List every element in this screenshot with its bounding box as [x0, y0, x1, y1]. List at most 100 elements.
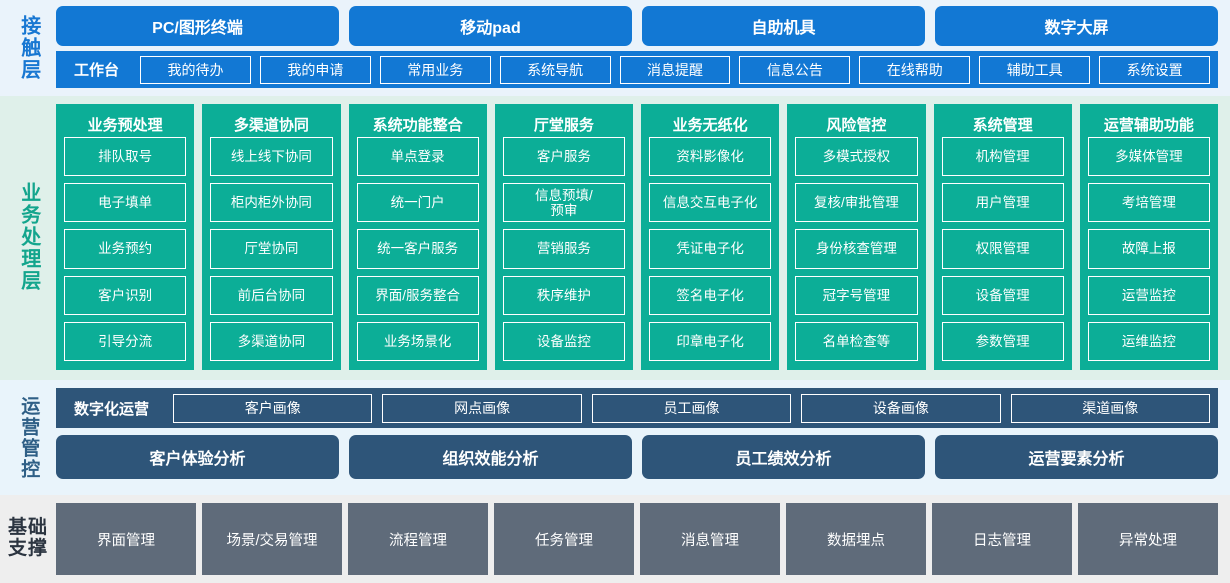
analysis-customer-experience[interactable]: 客户体验分析 [56, 435, 339, 479]
business-item-guidance-diversion[interactable]: 引导分流 [64, 321, 187, 362]
business-column-items: 排队取号 电子填单 业务预约 客户识别 引导分流 [64, 137, 187, 362]
business-column-operation-support: 运营辅助功能 多媒体管理 考培管理 故障上报 运营监控 运维监控 [1079, 104, 1218, 370]
access-channel-row: PC/图形终端 移动pad 自助机具 数字大屏 [56, 6, 1218, 46]
business-item-marketing-service[interactable]: 营销服务 [502, 229, 625, 269]
foundation-items-row: 界面管理 场景/交易管理 流程管理 任务管理 消息管理 数据埋点 日志管理 异常… [56, 503, 1218, 575]
business-item-device-monitoring[interactable]: 设备监控 [502, 321, 625, 362]
operations-analysis-row: 客户体验分析 组织效能分析 员工绩效分析 运营要素分析 [56, 435, 1218, 479]
portrait-device[interactable]: 设备画像 [801, 393, 1001, 423]
business-item-front-back-office-collab[interactable]: 前后台协同 [210, 275, 333, 315]
business-item-organization-management[interactable]: 机构管理 [941, 137, 1064, 177]
business-item-multimode-authorization[interactable]: 多模式授权 [795, 137, 918, 177]
business-item-training-assessment-management[interactable]: 考培管理 [1087, 183, 1210, 223]
business-column-title: 多渠道协同 [233, 116, 309, 134]
business-column-items: 多模式授权 复核/审批管理 身份核查管理 冠字号管理 名单检查等 [795, 137, 918, 362]
foundation-item-scenario-transaction-management[interactable]: 场景/交易管理 [202, 503, 342, 575]
access-channel-digital-screen[interactable]: 数字大屏 [935, 6, 1218, 46]
business-item-permission-management[interactable]: 权限管理 [941, 229, 1064, 269]
analysis-employee-performance[interactable]: 员工绩效分析 [642, 435, 925, 479]
business-item-lobby-collab[interactable]: 厅堂协同 [210, 229, 333, 269]
access-channel-mobile-pad[interactable]: 移动pad [349, 6, 632, 46]
business-item-multimedia-management[interactable]: 多媒体管理 [1087, 137, 1210, 177]
portrait-customer[interactable]: 客户画像 [173, 393, 373, 423]
workbench-item-auxiliary-tools[interactable]: 辅助工具 [979, 55, 1091, 84]
business-item-review-approval-management[interactable]: 复核/审批管理 [795, 183, 918, 223]
business-columns: 业务预处理 排队取号 电子填单 业务预约 客户识别 引导分流 多渠道协同 线上线… [56, 104, 1218, 370]
business-column-title: 风险管控 [826, 116, 887, 134]
business-item-counter-inside-outside-collab[interactable]: 柜内柜外协同 [210, 183, 333, 223]
business-item-online-offline-collab[interactable]: 线上线下协同 [210, 137, 333, 177]
workbench-bar: 工作台 我的待办 我的申请 常用业务 系统导航 消息提醒 信息公告 在线帮助 辅… [56, 51, 1218, 88]
business-column-preprocessing: 业务预处理 排队取号 电子填单 业务预约 客户识别 引导分流 [56, 104, 195, 370]
business-item-parameter-management[interactable]: 参数管理 [941, 321, 1064, 362]
business-item-appointment[interactable]: 业务预约 [64, 229, 187, 269]
business-item-user-management[interactable]: 用户管理 [941, 183, 1064, 223]
business-column-items: 线上线下协同 柜内柜外协同 厅堂协同 前后台协同 多渠道协同 [210, 137, 333, 362]
foundation-item-message-management[interactable]: 消息管理 [640, 503, 780, 575]
business-item-watchlist-check[interactable]: 名单检查等 [795, 321, 918, 362]
business-column-risk-control: 风险管控 多模式授权 复核/审批管理 身份核查管理 冠字号管理 名单检查等 [787, 104, 926, 370]
workbench-item-system-settings[interactable]: 系统设置 [1099, 55, 1211, 84]
business-item-document-imaging[interactable]: 资料影像化 [649, 137, 772, 177]
business-item-customer-identification[interactable]: 客户识别 [64, 275, 187, 315]
business-item-info-prefill-prereview[interactable]: 信息预填/ 预审 [502, 183, 625, 223]
workbench-item-system-navigation[interactable]: 系统导航 [499, 55, 611, 84]
access-channel-self-service[interactable]: 自助机具 [642, 6, 925, 46]
business-layer-body: 业务预处理 排队取号 电子填单 业务预约 客户识别 引导分流 多渠道协同 线上线… [56, 104, 1218, 370]
foundation-item-data-tracking[interactable]: 数据埋点 [786, 503, 926, 575]
business-item-unified-customer-service[interactable]: 统一客户服务 [356, 229, 479, 269]
workbench-item-my-todo[interactable]: 我的待办 [140, 55, 251, 84]
business-column-system-integration: 系统功能整合 单点登录 统一门户 统一客户服务 界面/服务整合 业务场景化 [348, 104, 487, 370]
business-item-multichannel-collab[interactable]: 多渠道协同 [210, 321, 333, 362]
access-layer-label: 接触层 [17, 15, 40, 81]
portrait-employee[interactable]: 员工画像 [591, 393, 792, 423]
foundation-layer-band: 基础 支撑 界面管理 场景/交易管理 流程管理 任务管理 消息管理 数据埋点 日… [0, 495, 1230, 583]
access-layer-body: PC/图形终端 移动pad 自助机具 数字大屏 工作台 我的待办 我的申请 常用… [56, 6, 1218, 90]
business-item-seal-electronic[interactable]: 印章电子化 [649, 321, 772, 362]
foundation-item-task-management[interactable]: 任务管理 [494, 503, 634, 575]
portrait-branch[interactable]: 网点画像 [382, 393, 582, 423]
business-item-ui-service-integration[interactable]: 界面/服务整合 [356, 275, 479, 315]
workbench-item-my-application[interactable]: 我的申请 [259, 55, 371, 84]
operations-layer-label: 运营管控 [18, 395, 40, 480]
portrait-channel[interactable]: 渠道画像 [1010, 393, 1210, 423]
workbench-item-common-business[interactable]: 常用业务 [379, 55, 491, 84]
business-item-queue-number[interactable]: 排队取号 [64, 137, 187, 177]
business-item-order-maintenance[interactable]: 秩序维护 [502, 275, 625, 315]
foundation-item-exception-handling[interactable]: 异常处理 [1078, 503, 1218, 575]
foundation-layer-label: 基础 支撑 [0, 503, 56, 575]
business-item-signature-electronic[interactable]: 签名电子化 [649, 275, 772, 315]
business-column-title: 业务预处理 [87, 116, 163, 134]
business-item-unified-portal[interactable]: 统一门户 [356, 183, 479, 223]
workbench-item-information-bulletin[interactable]: 信息公告 [739, 55, 851, 84]
digital-operations-bar: 数字化运营 客户画像 网点画像 员工画像 设备画像 渠道画像 [56, 388, 1218, 428]
business-column-multichannel: 多渠道协同 线上线下协同 柜内柜外协同 厅堂协同 前后台协同 多渠道协同 [202, 104, 341, 370]
access-channel-pc[interactable]: PC/图形终端 [56, 6, 339, 46]
business-item-identity-verification-management[interactable]: 身份核查管理 [795, 229, 918, 269]
business-item-info-exchange-electronic[interactable]: 信息交互电子化 [649, 183, 772, 223]
business-column-title: 厅堂服务 [533, 116, 594, 134]
business-item-fault-reporting[interactable]: 故障上报 [1087, 229, 1210, 269]
foundation-item-log-management[interactable]: 日志管理 [932, 503, 1072, 575]
operations-layer-body: 数字化运营 客户画像 网点画像 员工画像 设备画像 渠道画像 客户体验分析 组织… [56, 388, 1218, 487]
business-column-title: 系统功能整合 [372, 116, 463, 134]
business-item-electronic-form[interactable]: 电子填单 [64, 183, 187, 223]
business-item-customer-service[interactable]: 客户服务 [502, 137, 625, 177]
analysis-organizational-effectiveness[interactable]: 组织效能分析 [349, 435, 632, 479]
analysis-operation-factors[interactable]: 运营要素分析 [935, 435, 1218, 479]
business-column-title: 业务无纸化 [672, 116, 748, 134]
business-item-serial-number-management[interactable]: 冠字号管理 [795, 275, 918, 315]
business-item-business-scenarios[interactable]: 业务场景化 [356, 321, 479, 362]
digital-operations-title: 数字化运营 [74, 400, 150, 418]
workbench-item-message-reminder[interactable]: 消息提醒 [619, 55, 731, 84]
business-item-operation-monitoring[interactable]: 运营监控 [1087, 275, 1210, 315]
foundation-item-process-management[interactable]: 流程管理 [348, 503, 488, 575]
business-item-device-management[interactable]: 设备管理 [941, 275, 1064, 315]
business-layer-band: 业务处理层 业务预处理 排队取号 电子填单 业务预约 客户识别 引导分流 多渠道… [0, 96, 1230, 380]
business-item-single-sign-on[interactable]: 单点登录 [356, 137, 479, 177]
workbench-item-online-help[interactable]: 在线帮助 [859, 55, 971, 84]
business-item-maintenance-monitoring[interactable]: 运维监控 [1087, 321, 1210, 362]
foundation-item-ui-management[interactable]: 界面管理 [56, 503, 196, 575]
business-item-voucher-electronic[interactable]: 凭证电子化 [649, 229, 772, 269]
business-column-items: 单点登录 统一门户 统一客户服务 界面/服务整合 业务场景化 [356, 137, 479, 362]
